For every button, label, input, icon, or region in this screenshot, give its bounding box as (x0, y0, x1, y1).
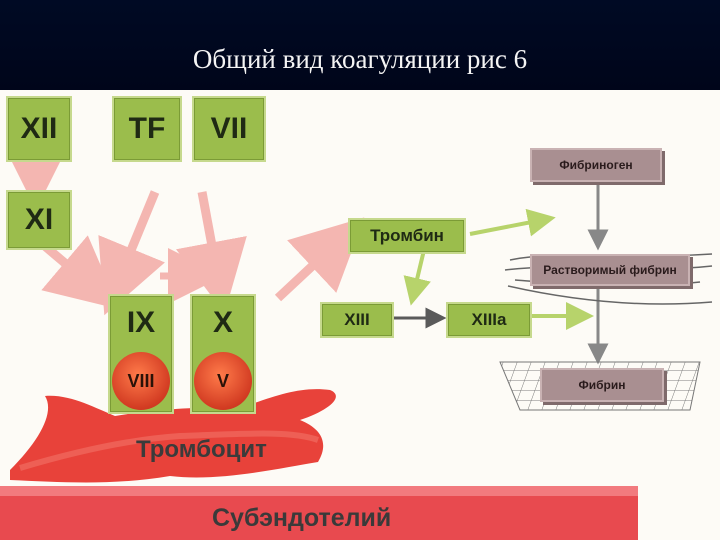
slide-title: Общий вид коагуляции рис 6 (192, 44, 528, 74)
platelet-label: Тромбоцит (136, 436, 267, 463)
title-bar (0, 0, 720, 90)
arrow-thrombin-xiii (403, 249, 431, 306)
factor-xii-box: XII (6, 96, 72, 162)
factor-viii-circle: VIII (112, 352, 170, 410)
factor-xiii-box: XIII (320, 302, 394, 338)
fibrin-box: Фибрин (540, 368, 664, 402)
arrow-tf-ix (98, 190, 165, 316)
thrombin-box: Тромбин (348, 218, 466, 254)
factor-tf-box: TF (112, 96, 182, 162)
arrow-vii-x (176, 191, 247, 314)
factor-v-circle: V (194, 352, 252, 410)
arrow-thrombin-fibrinogen (469, 208, 556, 237)
subendothelium-label: Субэндотелий (212, 504, 392, 532)
factor-ix-label: IX (126, 306, 156, 339)
arrow-x-thrombin (274, 217, 365, 302)
factor-xiiia-box: XIIIa (446, 302, 532, 338)
factor-vii-box: VII (192, 96, 266, 162)
factor-x-label: X (212, 306, 233, 339)
fibrinogen-box: Фибриноген (530, 148, 662, 182)
diagram-area: XII TF VII XI IX X VIII V Тромбин XIII X… (0, 90, 720, 540)
soluble-fibrin-box: Растворимый фибрин (530, 254, 690, 286)
factor-xi-box: XI (6, 190, 72, 250)
